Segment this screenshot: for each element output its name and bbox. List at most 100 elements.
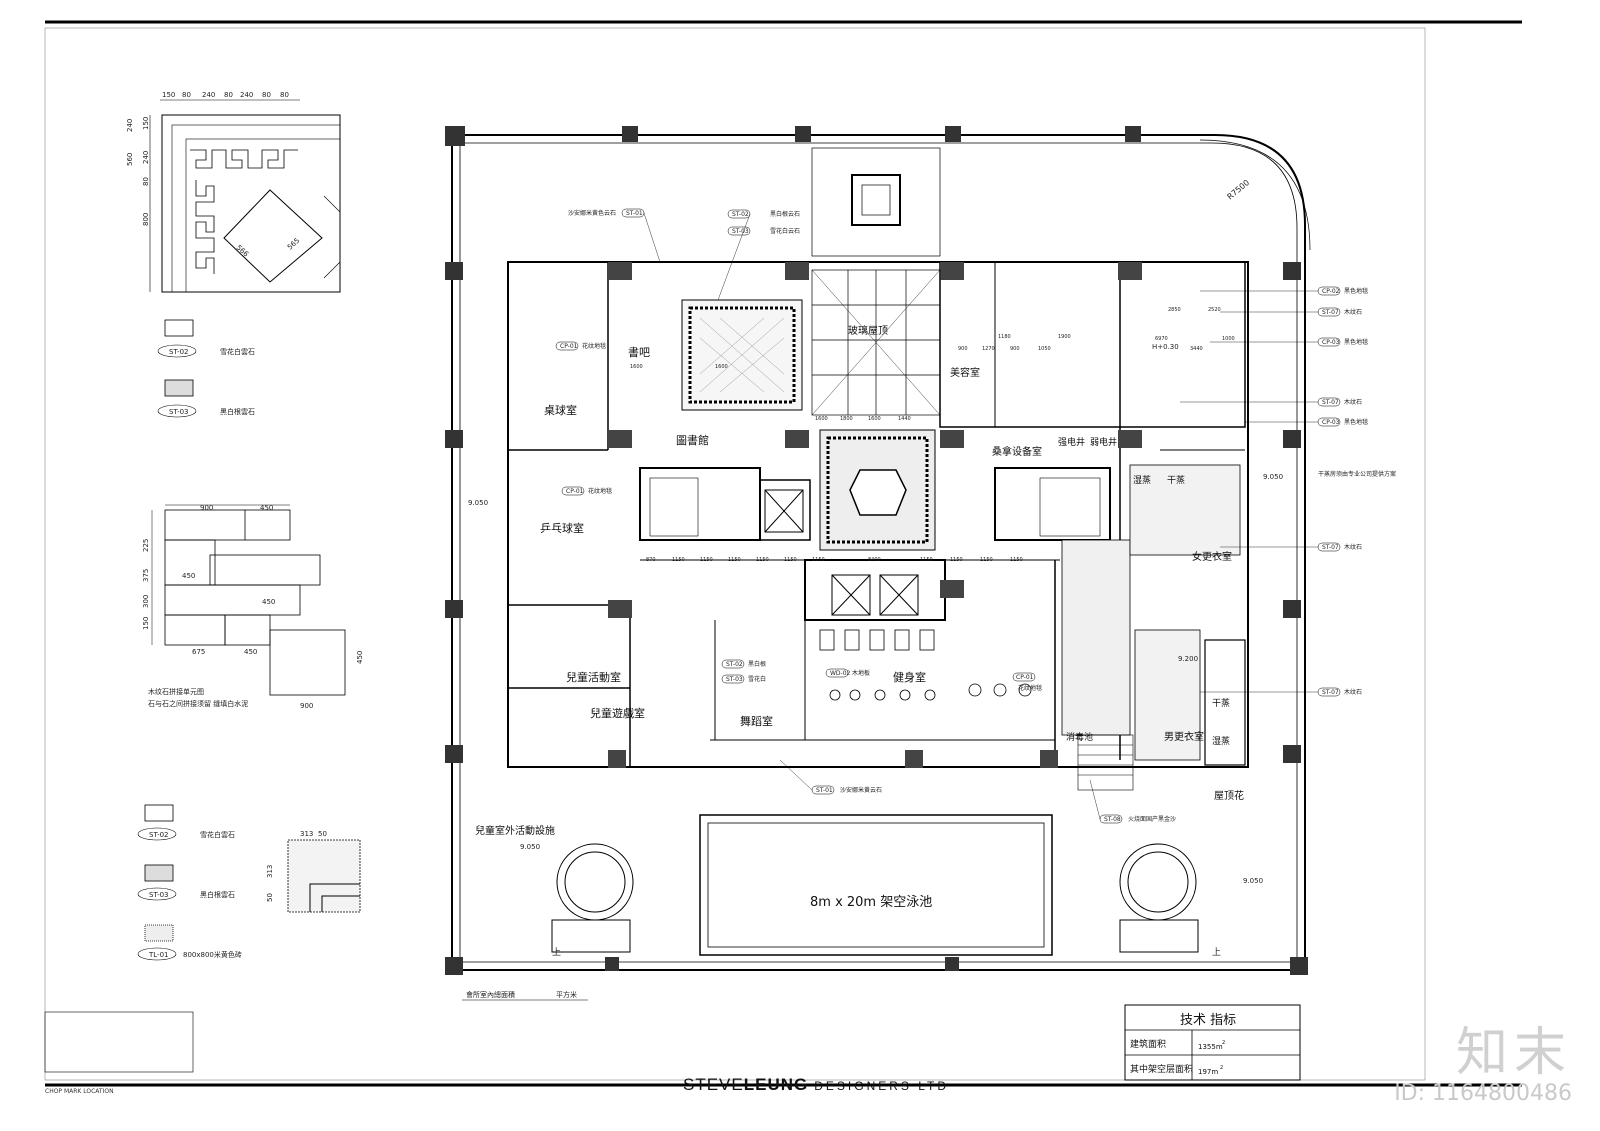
legend-name: 雪花白雲石 — [200, 830, 235, 839]
room-label-wet-steam-2: 湿蒸 — [1212, 735, 1230, 747]
room-label-billiard: 桌球室 — [544, 403, 577, 417]
up-arrow-label: 上 — [552, 947, 561, 958]
height-mark: H+0.30 — [1152, 343, 1179, 351]
material-legend-top: ST-02 雪花白雲石 ST-03 黑白根雲石 — [157, 319, 255, 418]
room-label-kids-play: 兒童遊戲室 — [590, 706, 645, 720]
legend-code: ST-02 — [169, 348, 189, 356]
dim-text: 675 — [192, 648, 205, 656]
legend-code: ST-03 — [149, 891, 169, 899]
callout-text: 木纹石 — [1344, 543, 1362, 551]
dim-text: 313 — [300, 830, 313, 838]
watermark-id: ID: 1164800486 — [1394, 1081, 1572, 1106]
tech-indicator-table: 技术 指标 建筑面积 1355m 2 其中架空层面积 197m 2 — [1124, 1004, 1301, 1081]
dim-text: 1050 — [1038, 346, 1051, 352]
dim-text: 1150 — [784, 557, 797, 563]
callout-text: 雪花白云石 — [770, 227, 800, 235]
dim-text: 1150 — [950, 557, 963, 563]
dim-text: 450 — [182, 572, 195, 580]
detail-note: 石与石之间拼接须留 缝填白水泥 — [148, 699, 248, 708]
callout-code: ST-07 — [1322, 544, 1339, 551]
callout-text: 黑色地毯 — [1344, 338, 1368, 346]
dim-text: 900 — [300, 702, 313, 710]
callout-code: CP-02 — [1322, 288, 1340, 295]
area-note-unit: 平方米 — [556, 990, 577, 999]
dim-text: 450 — [244, 648, 257, 656]
callout-code: CP-01 — [560, 343, 578, 350]
callout-text: 黑白根云石 — [770, 210, 800, 218]
dim-text: 1600 — [868, 416, 881, 422]
dim-text: 1180 — [998, 334, 1011, 340]
dim-text: 240 — [202, 91, 215, 99]
tech-row-sup: 2 — [1220, 1065, 1223, 1071]
legend-code: ST-02 — [149, 831, 169, 839]
room-label-female-locker: 女更衣室 — [1192, 550, 1232, 563]
glass-roof-grid — [811, 147, 941, 416]
dim-text: 900 — [958, 346, 968, 352]
callout-text: 黑色地毯 — [1344, 287, 1368, 295]
brand-sub: DESIGNERS LTD — [814, 1079, 950, 1093]
dim-text: 3440 — [1190, 346, 1203, 352]
room-label-beauty: 美容室 — [950, 366, 980, 379]
dim-text: 1000 — [1222, 336, 1235, 342]
tech-row-label: 其中架空层面积 — [1130, 1063, 1193, 1075]
callout-code: ST-03 — [726, 676, 743, 683]
legend-name: 雪花白雲石 — [220, 347, 255, 356]
dim-text: 1150 — [728, 557, 741, 563]
room-label-book-bar: 書吧 — [628, 345, 650, 359]
tech-row-value: 1355m — [1198, 1043, 1223, 1051]
dim-text: 1900 — [1058, 334, 1071, 340]
dim-text: 1150 — [812, 557, 825, 563]
callout-text: 木地板 — [852, 669, 870, 677]
legend-name: 800x800米黄色砖 — [183, 950, 242, 959]
callout-code: ST-07 — [1322, 399, 1339, 406]
room-label-wet-steam: 湿蒸 — [1133, 474, 1151, 486]
dim-text: 1600 — [715, 364, 728, 370]
level-mark: 9.050 — [1263, 473, 1283, 481]
dim-text: 1150 — [672, 557, 685, 563]
legend-name: 黑白根雲石 — [220, 407, 255, 416]
callout-code: CP-01 — [566, 488, 584, 495]
dim-text: 150 — [162, 91, 175, 99]
callout-code: ST-08 — [1104, 816, 1121, 823]
radius-arc — [1199, 139, 1311, 251]
dim-text: 870 — [646, 557, 656, 563]
dim-text: 900 — [200, 504, 213, 512]
callout-code: CP-01 — [1016, 674, 1034, 681]
dim-text: 450 — [260, 504, 273, 512]
dim-text: 560 — [126, 153, 134, 166]
callout-text: 火烧面国产黑金沙 — [1128, 815, 1176, 823]
callout-code: ST-02 — [732, 211, 749, 218]
gym-equipment — [819, 629, 1032, 701]
dim-text: 1150 — [920, 557, 933, 563]
tech-table-title: 技术 指标 — [1180, 1013, 1236, 1028]
dim-text: 2850 — [1168, 307, 1181, 313]
legend-name: 黑白根雲石 — [200, 890, 235, 899]
callout-text: 黑色地毯 — [1344, 418, 1368, 426]
dim-text: 150 — [142, 617, 150, 630]
dim-text: 150 — [142, 117, 150, 130]
tech-row-label: 建筑面积 — [1130, 1038, 1166, 1050]
room-label-weak-shaft: 弱电井 — [1090, 436, 1117, 448]
callout-code: WD-02 — [830, 670, 851, 677]
legend-code: TL-01 — [148, 951, 169, 959]
dim-text: 1270 — [982, 346, 995, 352]
level-mark: 9.050 — [468, 499, 488, 507]
dim-text: 80 — [280, 91, 289, 99]
room-label-disinfect: 消毒池 — [1066, 731, 1093, 743]
dim-text: 450 — [356, 651, 364, 664]
dim-text: 80 — [142, 177, 150, 186]
dim-text: 240 — [240, 91, 253, 99]
callout-text: 木纹石 — [1344, 308, 1362, 316]
dim-text: 1440 — [898, 416, 911, 422]
up-arrow-label: 上 — [1212, 947, 1221, 958]
area-note-label: 會所室內總面積 — [466, 990, 515, 999]
interior-walls — [507, 261, 1249, 768]
room-label-dance: 舞蹈室 — [740, 714, 773, 728]
material-callouts: 沙安娜米黄色云石 ST-01 ST-02 黑白根云石 ST-03 雪花白云石 C… — [555, 208, 1396, 824]
callout-code: ST-07 — [1322, 689, 1339, 696]
level-mark: 9.200 — [1178, 655, 1198, 663]
dim-text: 80 — [182, 91, 191, 99]
callout-text: 雪花白 — [748, 675, 766, 683]
watermark-logo: 知末 — [1455, 1023, 1572, 1083]
